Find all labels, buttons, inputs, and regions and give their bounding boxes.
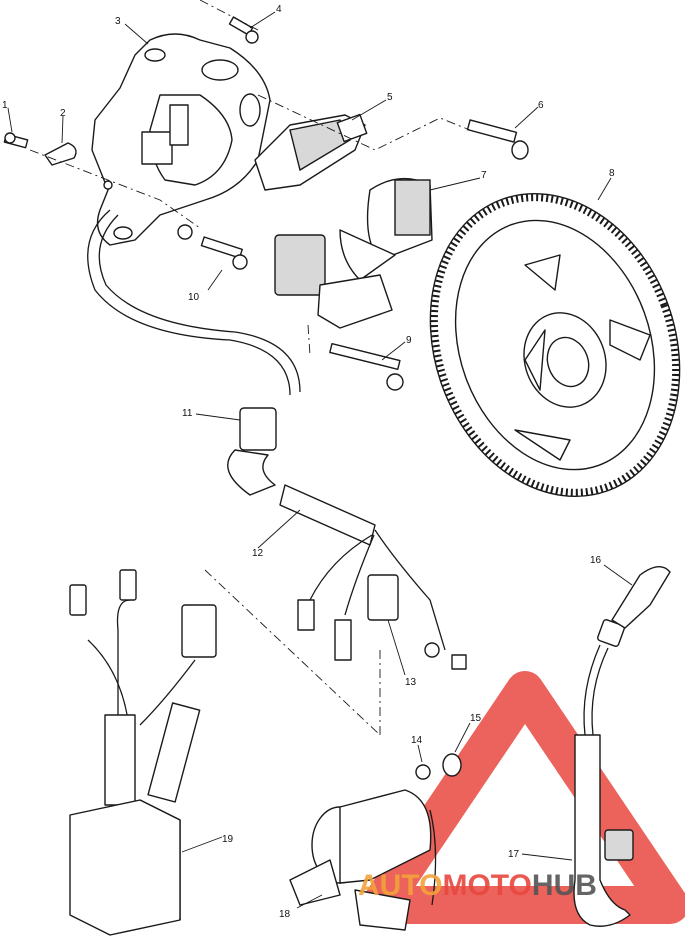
solenoid-18 <box>289 753 462 931</box>
pulser-coil-5 <box>254 113 368 191</box>
bolt-10 <box>177 224 248 270</box>
callout-2: 2 <box>60 108 66 119</box>
callout-5: 5 <box>387 92 393 103</box>
callout-6: 6 <box>538 100 544 111</box>
callout-8: 8 <box>609 168 615 179</box>
callout-15: 15 <box>470 713 482 724</box>
callout-19: 19 <box>222 834 234 845</box>
callout-1: 1 <box>2 100 8 111</box>
bolt-9 <box>329 342 404 391</box>
callout-leaders <box>7 11 633 909</box>
ignition-coil-17 <box>573 566 671 927</box>
callout-10: 10 <box>188 292 200 303</box>
callout-18: 18 <box>279 909 291 920</box>
callout-16: 16 <box>590 555 602 566</box>
callout-17: 17 <box>508 849 520 860</box>
charge-coil-7 <box>339 177 433 281</box>
connector-13 <box>367 574 399 621</box>
watermark-hub: HUB <box>532 869 597 902</box>
plug-cap-16 <box>611 566 671 629</box>
callout-9: 9 <box>406 335 412 346</box>
callout-3: 3 <box>115 16 121 27</box>
watermark-moto: MOTO <box>442 869 531 902</box>
assembly-lines <box>29 0 471 736</box>
callout-11: 11 <box>182 408 193 419</box>
bolt-6 <box>466 119 529 160</box>
grommet-11 <box>239 407 277 451</box>
watermark-text: AUTOMOTOHUB <box>358 869 597 902</box>
stator-plate <box>91 33 271 246</box>
cdi-box-19 <box>69 569 217 936</box>
nut-15 <box>442 753 462 777</box>
exciter-coil <box>274 234 393 329</box>
clip-2 <box>44 142 77 166</box>
washer-14 <box>415 764 431 780</box>
callout-13: 13 <box>405 677 417 688</box>
callout-labels: 1 2 3 4 5 6 7 8 9 10 11 12 13 14 15 16 1… <box>2 4 615 920</box>
callout-7: 7 <box>481 170 487 181</box>
screw-4 <box>228 16 259 44</box>
wiring-harness <box>87 209 467 670</box>
screw-1 <box>3 132 29 149</box>
callout-12: 12 <box>252 548 264 559</box>
watermark-auto: AUTO <box>358 869 442 902</box>
flywheel-8 <box>429 192 681 498</box>
callout-14: 14 <box>411 735 423 746</box>
callout-4: 4 <box>276 4 282 15</box>
